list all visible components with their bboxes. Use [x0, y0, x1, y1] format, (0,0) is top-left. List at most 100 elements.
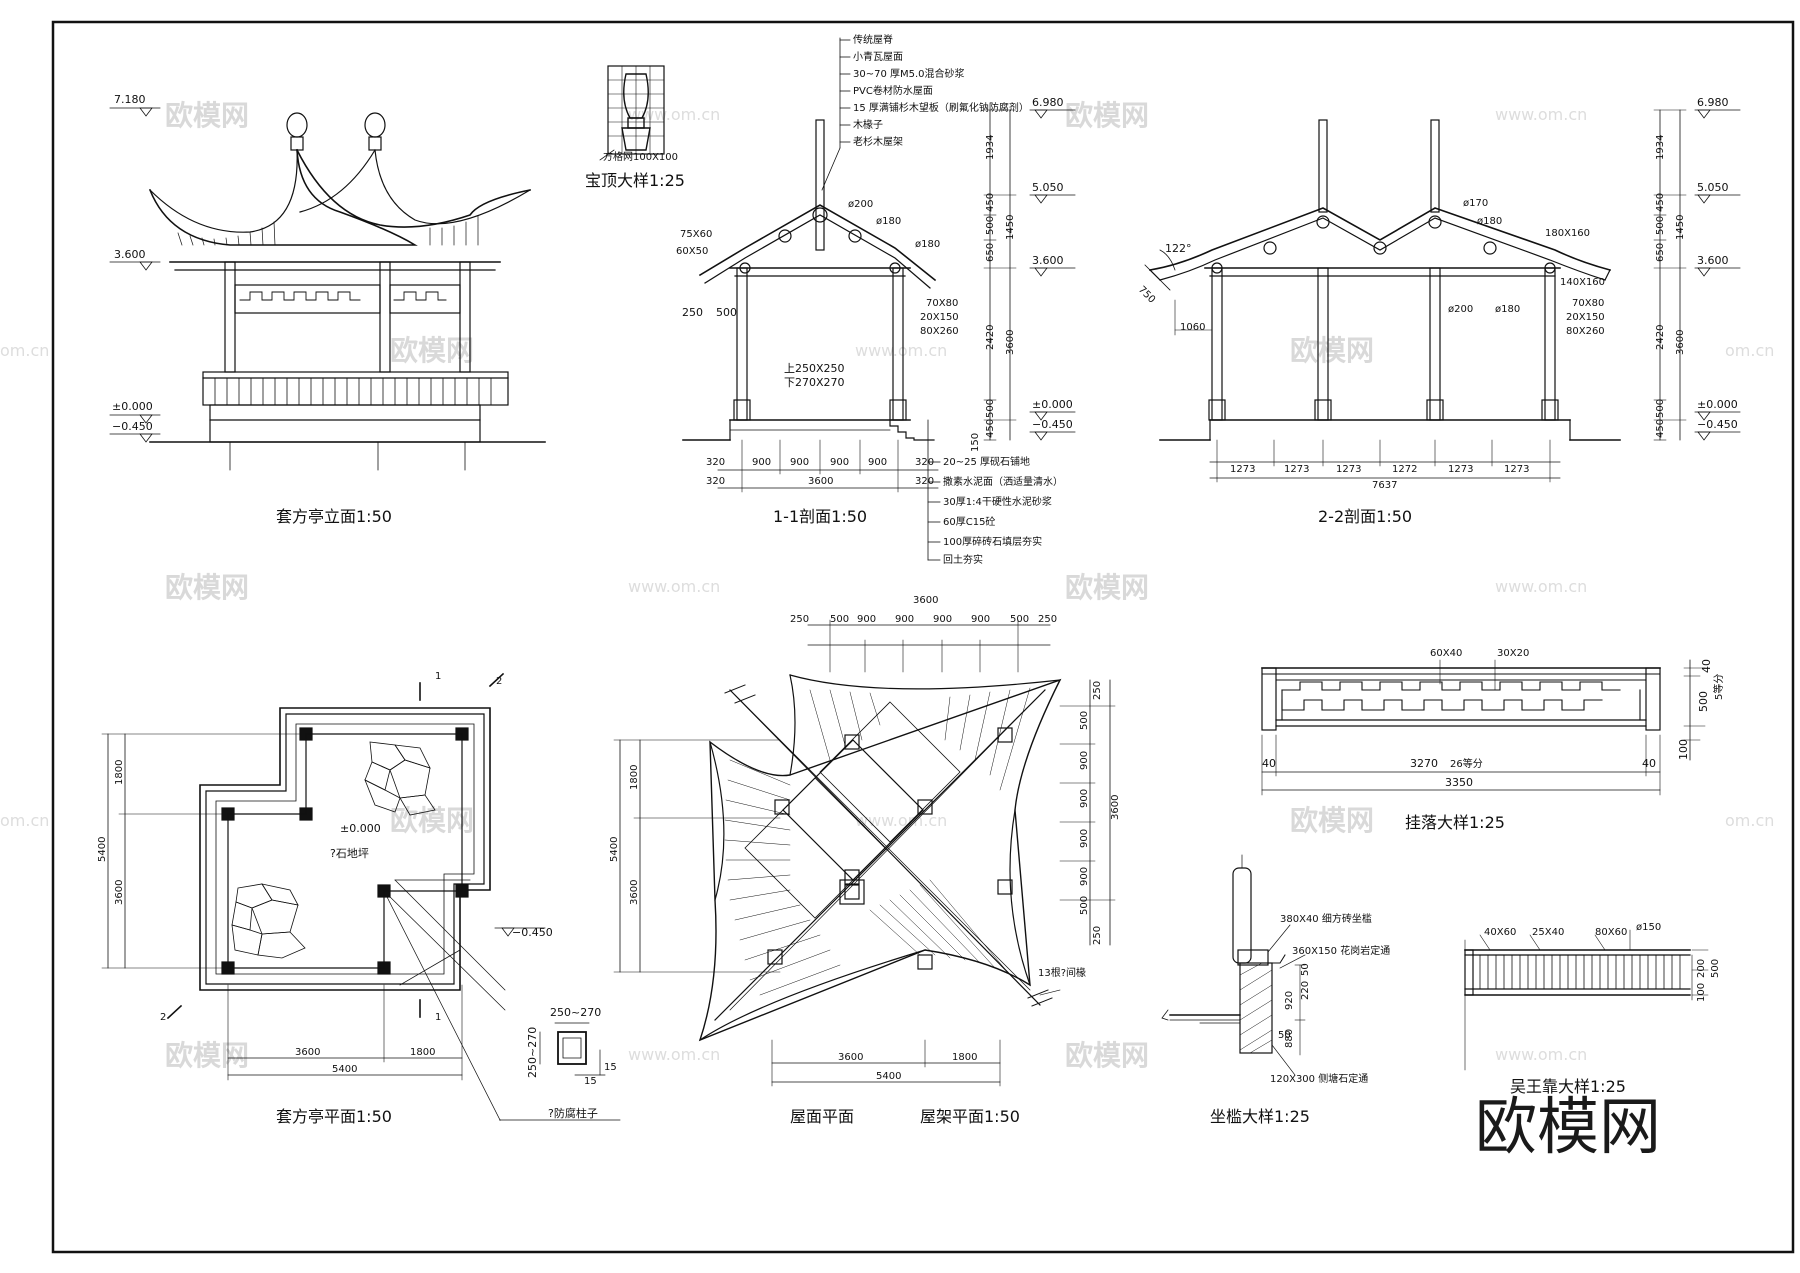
member-label: ø180	[1495, 304, 1520, 315]
rafter-note: 13根?间椽	[1038, 966, 1086, 979]
member-label: 30X20	[1497, 648, 1529, 659]
section-marker: 2	[160, 1012, 166, 1023]
section11-level: −0.450	[1032, 418, 1073, 431]
section22-level: 5.050	[1697, 181, 1729, 194]
roof-layer: 小青瓦屋面	[853, 50, 903, 63]
member-label: 60X40	[1430, 648, 1462, 659]
dim-edge: 320	[706, 476, 725, 487]
watermark-url: www.om.cn	[855, 811, 947, 830]
section22-drawing	[1144, 109, 1741, 483]
watermark-url: www.om.cn	[1495, 577, 1587, 596]
member-label: 60X50	[676, 246, 708, 257]
roof-layer: PVC卷材防水屋面	[853, 84, 933, 97]
dim-right: 900	[1079, 789, 1090, 808]
member-label: 360X150 花岗岩定通	[1292, 944, 1390, 957]
section22-level: 3.600	[1697, 254, 1729, 267]
dim-top: 250	[790, 614, 809, 625]
bench-drawing	[1464, 929, 1709, 1071]
section11-floor-layers: 20~25 厚砚石铺地 撒素水泥面（洒适量清水） 30厚1:4干硬性水泥砂浆 6…	[943, 455, 1063, 566]
vdim: 150	[970, 433, 981, 452]
member-label: 25X40	[1532, 927, 1564, 938]
dim-top: 900	[933, 614, 952, 625]
section22-labels: ø170 ø180 180X160 140X160 ø200 ø180 70X8…	[1136, 135, 1686, 491]
column-dim: 250~270	[526, 1027, 539, 1078]
floor-layer: 100厚碎砖石填层夯实	[943, 535, 1042, 548]
watermark-brand: 欧模网	[165, 1039, 249, 1072]
dim-top: 500	[830, 614, 849, 625]
dim-bottom-total: 5400	[876, 1071, 901, 1082]
plan-floor: ?石地坪	[330, 847, 369, 860]
dim-inner-note: 26等分	[1450, 757, 1483, 770]
hanging-drawing	[1261, 659, 1706, 796]
roof-layer: 30~70 厚M5.0混合砂浆	[853, 67, 965, 80]
roof-plan-drawing	[613, 619, 1116, 1087]
elevation-title: 套方亭立面1:50	[276, 507, 392, 526]
dim-top: 500	[1010, 614, 1029, 625]
floor-layer: 撒素水泥面（洒适量清水）	[943, 475, 1063, 488]
watermark-url: www.om.cn	[628, 1045, 720, 1064]
vdim: 650	[985, 243, 996, 262]
vdim-total: 3600	[1675, 330, 1686, 355]
dim-left-total: 5400	[609, 837, 620, 862]
dim-total: 3350	[1445, 776, 1473, 789]
watermark-url: www.om.cn	[1495, 105, 1587, 124]
dim-1060: 1060	[1180, 322, 1205, 333]
finial-drawing	[599, 65, 665, 161]
member-label: 70X80	[926, 298, 958, 309]
section11-labels: 75X60 60X50 ø200 ø180 ø180 70X80 20X150 …	[676, 135, 1016, 487]
dim-right: 500	[1079, 711, 1090, 730]
plan-title: 套方亭平面1:50	[276, 1107, 392, 1126]
brand-watermark: 欧模网	[1475, 1090, 1661, 1163]
vdim: 500	[985, 216, 996, 235]
section11-level: 3.600	[1032, 254, 1064, 267]
member-label: 140X160	[1560, 277, 1605, 288]
plan-drawing	[101, 672, 621, 1121]
vdim-total: 1450	[1005, 215, 1016, 240]
bench-dim: 200	[1696, 959, 1707, 978]
watermark-brand: 欧模网	[165, 571, 249, 604]
watermarks: 欧模网 www.om.cn 欧模网 www.om.cn 欧模网 www.om.c…	[0, 99, 1774, 1072]
member-label: 80X60	[1595, 927, 1627, 938]
section11-level: ±0.000	[1032, 398, 1073, 411]
roof-layer: 传统屋脊	[853, 33, 893, 46]
column-dim: 15	[604, 1062, 617, 1073]
dim-bottom: 900	[790, 457, 809, 468]
dim-750: 750	[1136, 284, 1157, 305]
dim-bottom: 900	[830, 457, 849, 468]
member-label: ø180	[1477, 216, 1502, 227]
dim-edge: 320	[915, 476, 934, 487]
hanging-title: 挂落大样1:25	[1405, 813, 1505, 832]
dim-total: 3600	[808, 476, 833, 487]
dim-bottom: 320	[915, 457, 934, 468]
vdim: 1934	[1655, 135, 1666, 160]
dim-bottom: 1273	[1230, 464, 1255, 475]
dim-end: 40	[1642, 757, 1656, 770]
section11-title: 1-1剖面1:50	[773, 507, 867, 526]
member-label: ø200	[848, 199, 873, 210]
watermark-brand: 欧模网	[390, 334, 474, 367]
column-bottom-size: 下270X270	[784, 376, 845, 389]
roof-layer: 15 厚满铺杉木望板（刷氟化钠防腐剂）	[853, 101, 1029, 114]
seat-drawing	[1161, 854, 1306, 1076]
elevation-drawing	[109, 107, 546, 471]
dim-left-total: 5400	[97, 837, 108, 862]
dim-top-total: 3600	[913, 595, 938, 606]
dim-bottom: 3600	[838, 1052, 863, 1063]
dim-left: 3600	[114, 880, 125, 905]
watermark-brand: 欧模网	[1065, 99, 1149, 132]
bench-dim: 100	[1696, 983, 1707, 1002]
section-marker: 1	[435, 671, 441, 682]
watermark-url: www.om.cn	[1495, 1045, 1587, 1064]
seat-title: 坐槛大样1:25	[1210, 1107, 1310, 1126]
elevation-level-neg: −0.450	[112, 420, 153, 433]
bench-labels: 40X60 25X40 80X60 ø150 100 200 500	[1484, 922, 1721, 1002]
section11-drawing	[682, 37, 1076, 561]
roof-angle: 122°	[1165, 242, 1192, 255]
member-label: 75X60	[680, 229, 712, 240]
section-marker: 1	[435, 1012, 441, 1023]
roof-layer: 木椽子	[853, 118, 883, 131]
member-label: ø180	[915, 239, 940, 250]
dim-bottom: 1272	[1392, 464, 1417, 475]
member-label: ø170	[1463, 198, 1488, 209]
plan-level-neg: −0.450	[512, 926, 553, 939]
